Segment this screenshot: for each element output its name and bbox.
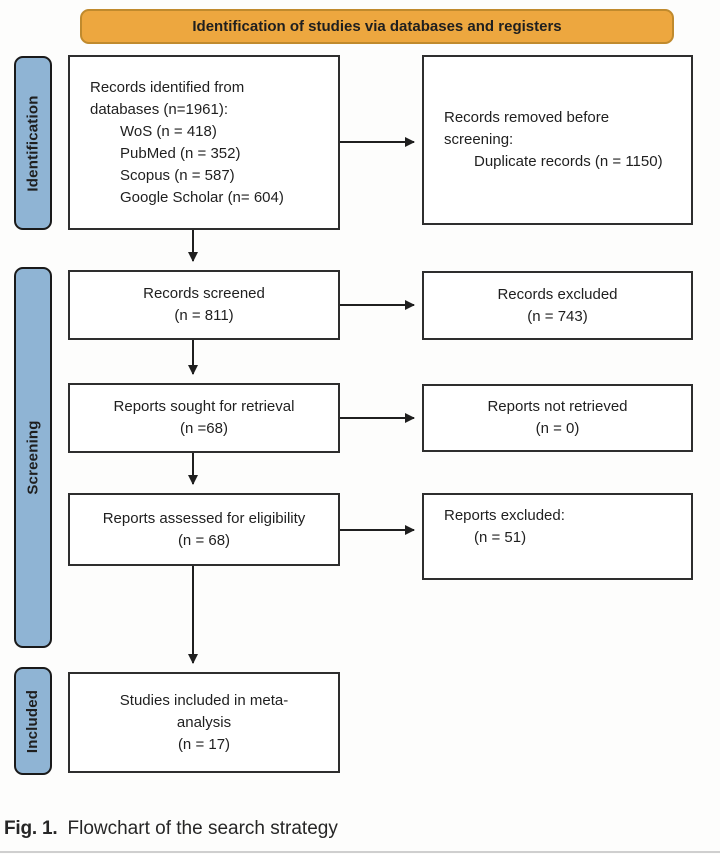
flow-box-reports-not-retrieved: Reports not retrieved (n = 0) <box>422 384 693 452</box>
box-line: (n = 743) <box>527 307 588 325</box>
box-line: analysis <box>176 713 232 731</box>
flow-box-studies-included: Studies included in meta- analysis (n = … <box>68 672 340 773</box>
box-line: databases (n=1961): <box>90 100 229 118</box>
figure-caption: Fig. 1. Flowchart of the search strategy <box>4 818 338 840</box>
box-line: Records identified from <box>90 78 245 96</box>
flow-box-reports-excluded: Reports excluded: (n = 51) <box>422 493 693 580</box>
box-line: Google Scholar (n= 604) <box>120 188 284 206</box>
box-line: screening: <box>444 131 514 148</box>
flow-box-records-removed: Records removed before screening: Duplic… <box>422 55 693 225</box>
stage-identification: Identification <box>14 56 52 230</box>
banner-label: Identification of studies via databases … <box>192 18 562 35</box>
box-line: Records removed before <box>444 109 610 126</box>
box-line: Reports not retrieved <box>487 398 628 415</box>
box-line: (n = 811) <box>174 307 234 324</box>
box-line: Records screened <box>143 285 265 302</box>
flow-box-reports-sought: Reports sought for retrieval (n =68) <box>68 383 340 453</box>
box-line: Records excluded <box>497 285 618 303</box>
stage-identification-label: Identification <box>24 94 42 192</box>
flow-box-records-screened: Records screened (n = 811) <box>68 270 340 340</box>
stage-included-label: Included <box>24 689 42 753</box>
box-line: Scopus (n = 587) <box>120 166 235 184</box>
box-line: Reports assessed for eligibility <box>102 509 306 527</box>
box-line: Duplicate records (n = 1150) <box>474 153 663 170</box>
box-line: Reports excluded: <box>444 507 565 524</box>
box-line: (n = 51) <box>474 529 527 546</box>
box-line: Reports sought for retrieval <box>113 398 295 415</box>
box-line: Studies included in meta- <box>119 691 289 709</box>
flow-box-records-identified: Records identified from databases (n=196… <box>68 55 340 230</box>
box-line: WoS (n = 418) <box>120 122 217 140</box>
box-line: (n =68) <box>180 420 228 437</box>
box-line: (n = 68) <box>177 531 231 549</box>
figure-caption-label: Fig. 1. <box>4 818 58 839</box>
figure-caption-text: Flowchart of the search strategy <box>67 818 338 839</box>
box-line: PubMed (n = 352) <box>120 144 241 162</box>
box-line: (n = 0) <box>535 420 580 437</box>
flow-box-records-excluded: Records excluded (n = 743) <box>422 271 693 340</box>
stage-screening-label: Screening <box>24 420 42 495</box>
bottom-divider <box>0 851 720 853</box>
flow-box-reports-assessed: Reports assessed for eligibility (n = 68… <box>68 493 340 566</box>
box-line: (n = 17) <box>177 735 231 753</box>
stage-screening: Screening <box>14 267 52 648</box>
banner-identification-of-studies: Identification of studies via databases … <box>80 9 674 44</box>
stage-included: Included <box>14 667 52 775</box>
